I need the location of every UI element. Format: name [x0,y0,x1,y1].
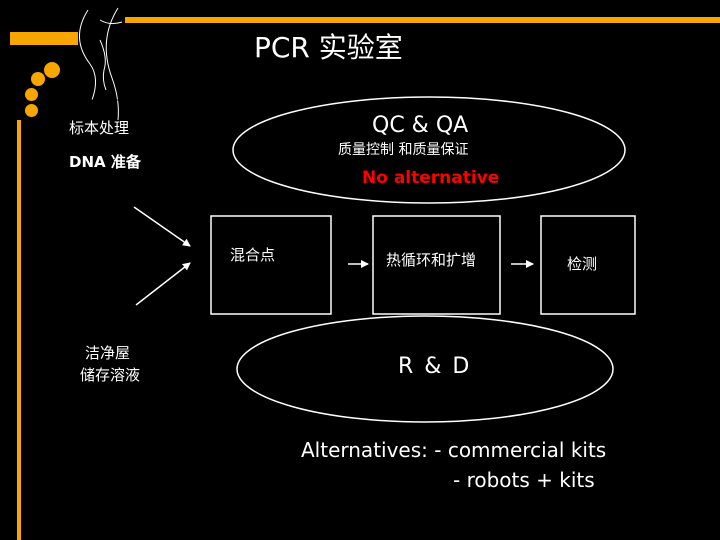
cycle-box [372,215,501,315]
rd-ellipse [236,315,614,423]
decorative-curve [99,19,123,25]
left-accent-vertical-bar [17,120,21,540]
arrow-sample-to-mix [133,206,191,247]
left-accent-square [10,32,78,45]
alternatives-line-2: - robots + kits [453,468,595,492]
dna-preparation-label: DNA 准备 [69,153,141,171]
accent-dot [25,104,38,117]
qcqa-ellipse [232,96,626,204]
rd-title: R & D [398,354,472,379]
storage-solution-label: 储存溶液 [80,366,141,384]
sample-prep-box [54,99,206,201]
slide-title: PCR 实验室 [254,31,403,64]
detection-label: 检测 [567,255,598,273]
top-accent-bar [125,17,720,23]
accent-dot [25,88,38,101]
mix-label: 混合点 [230,246,276,264]
no-alternative-warning: No alternative [362,168,500,188]
qcqa-subtitle: 质量控制 和质量保证 [338,142,469,158]
accent-dot [31,72,45,86]
decorative-curve [105,7,119,121]
accent-dot [44,62,60,78]
detect-box [540,215,636,315]
thermocycle-label: 热循环和扩增 [386,251,477,269]
sample-processing-label: 标本处理 [69,119,130,137]
arrow-clean-to-mix [135,262,191,306]
decorative-curve [99,39,107,91]
alternatives-line-1: Alternatives: - commercial kits [301,438,607,462]
qcqa-title: QC & QA [372,113,469,138]
mix-box [210,215,332,315]
clean-room-label: 洁净屋 [85,344,131,362]
decorative-curve [79,9,96,101]
